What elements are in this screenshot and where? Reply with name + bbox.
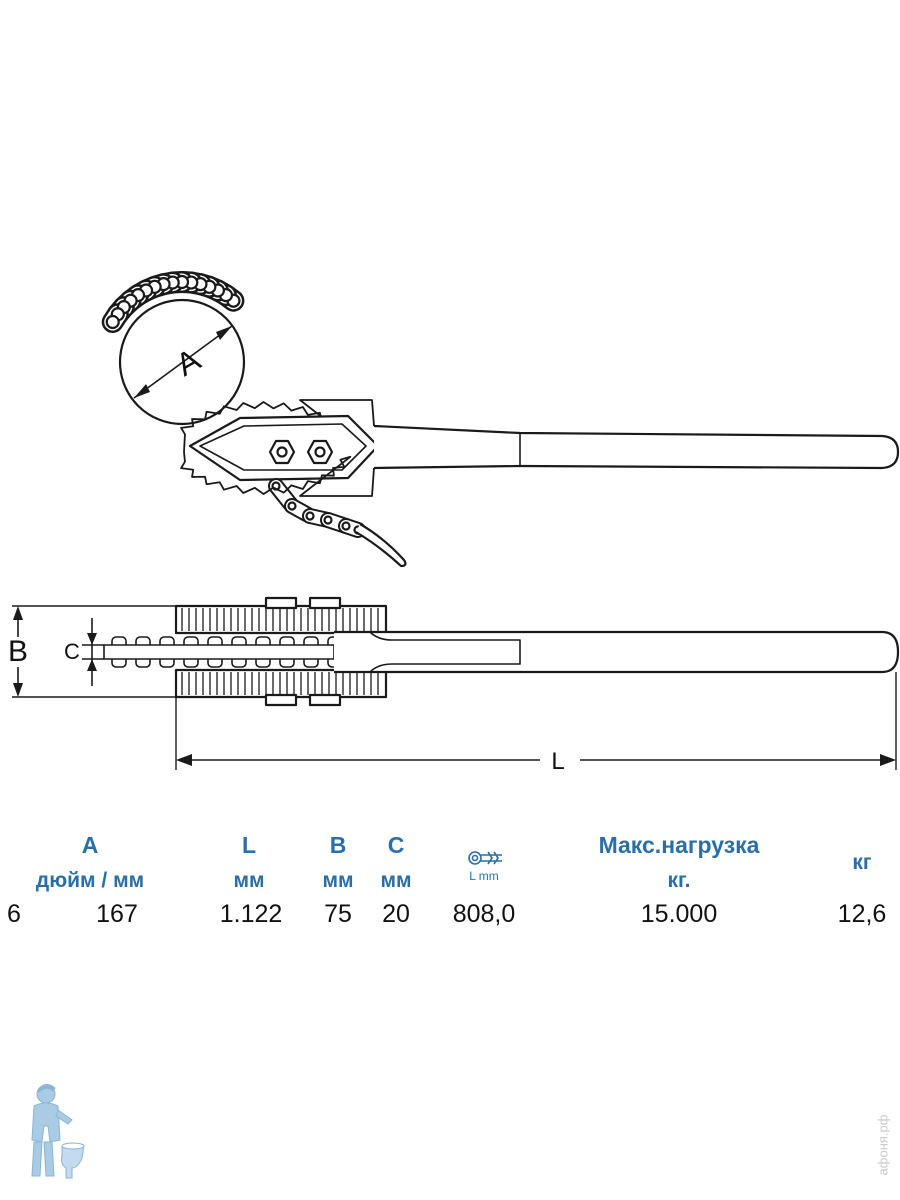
- diameter-arrow: [133, 325, 233, 399]
- chain-link: [287, 501, 297, 511]
- wrench-lever-icon: [468, 851, 502, 865]
- header-load-unit: кг.: [667, 869, 691, 892]
- value-mm: 167: [96, 900, 138, 928]
- header-a-unit: дюйм / мм: [35, 869, 145, 892]
- dim-label-l: L: [551, 748, 565, 775]
- side-jaw-bottom: [174, 668, 388, 699]
- header-weight: кг: [852, 851, 872, 874]
- header-a: A: [81, 832, 99, 858]
- value-inch: 6: [7, 900, 21, 928]
- chain-hook: [355, 523, 407, 568]
- chain-link: [323, 515, 333, 525]
- jaw-teeth: [180, 399, 375, 453]
- plumber-logo-icon: [31, 1084, 85, 1179]
- chain-wrench-drawing: [12, 271, 900, 770]
- side-jaw-top: [174, 604, 388, 635]
- handle-top: [373, 424, 900, 470]
- dim-label-b: B: [5, 635, 31, 668]
- value-lever: 808,0: [452, 900, 516, 928]
- value-weight: 12,6: [837, 900, 887, 928]
- header-l: L: [241, 832, 257, 858]
- header-c-unit: мм: [380, 869, 412, 892]
- top-view: [101, 271, 900, 568]
- value-load: 15.000: [640, 900, 718, 928]
- header-b: B: [329, 832, 347, 858]
- header-c: C: [387, 832, 405, 858]
- header-b-unit: мм: [322, 869, 354, 892]
- bolt-right: [306, 439, 334, 465]
- site-watermark: афоня.рф: [875, 1114, 891, 1176]
- chain-link: [105, 314, 120, 330]
- bolt-left: [268, 439, 296, 465]
- chain-link: [305, 511, 315, 521]
- header-load: Макс.нагрузка: [598, 832, 760, 858]
- chain-link: [341, 521, 351, 531]
- jaw-teeth-lower: [180, 451, 375, 497]
- dim-label-c: C: [64, 639, 80, 664]
- chain-ring: [101, 271, 245, 333]
- value-b: 75: [324, 900, 352, 928]
- header-l-unit: мм: [233, 869, 265, 892]
- handle-side: [334, 630, 900, 674]
- value-l: 1.122: [219, 900, 283, 928]
- value-c: 20: [382, 900, 410, 928]
- side-view: [12, 596, 900, 770]
- header-lever-unit: L mm: [469, 869, 499, 883]
